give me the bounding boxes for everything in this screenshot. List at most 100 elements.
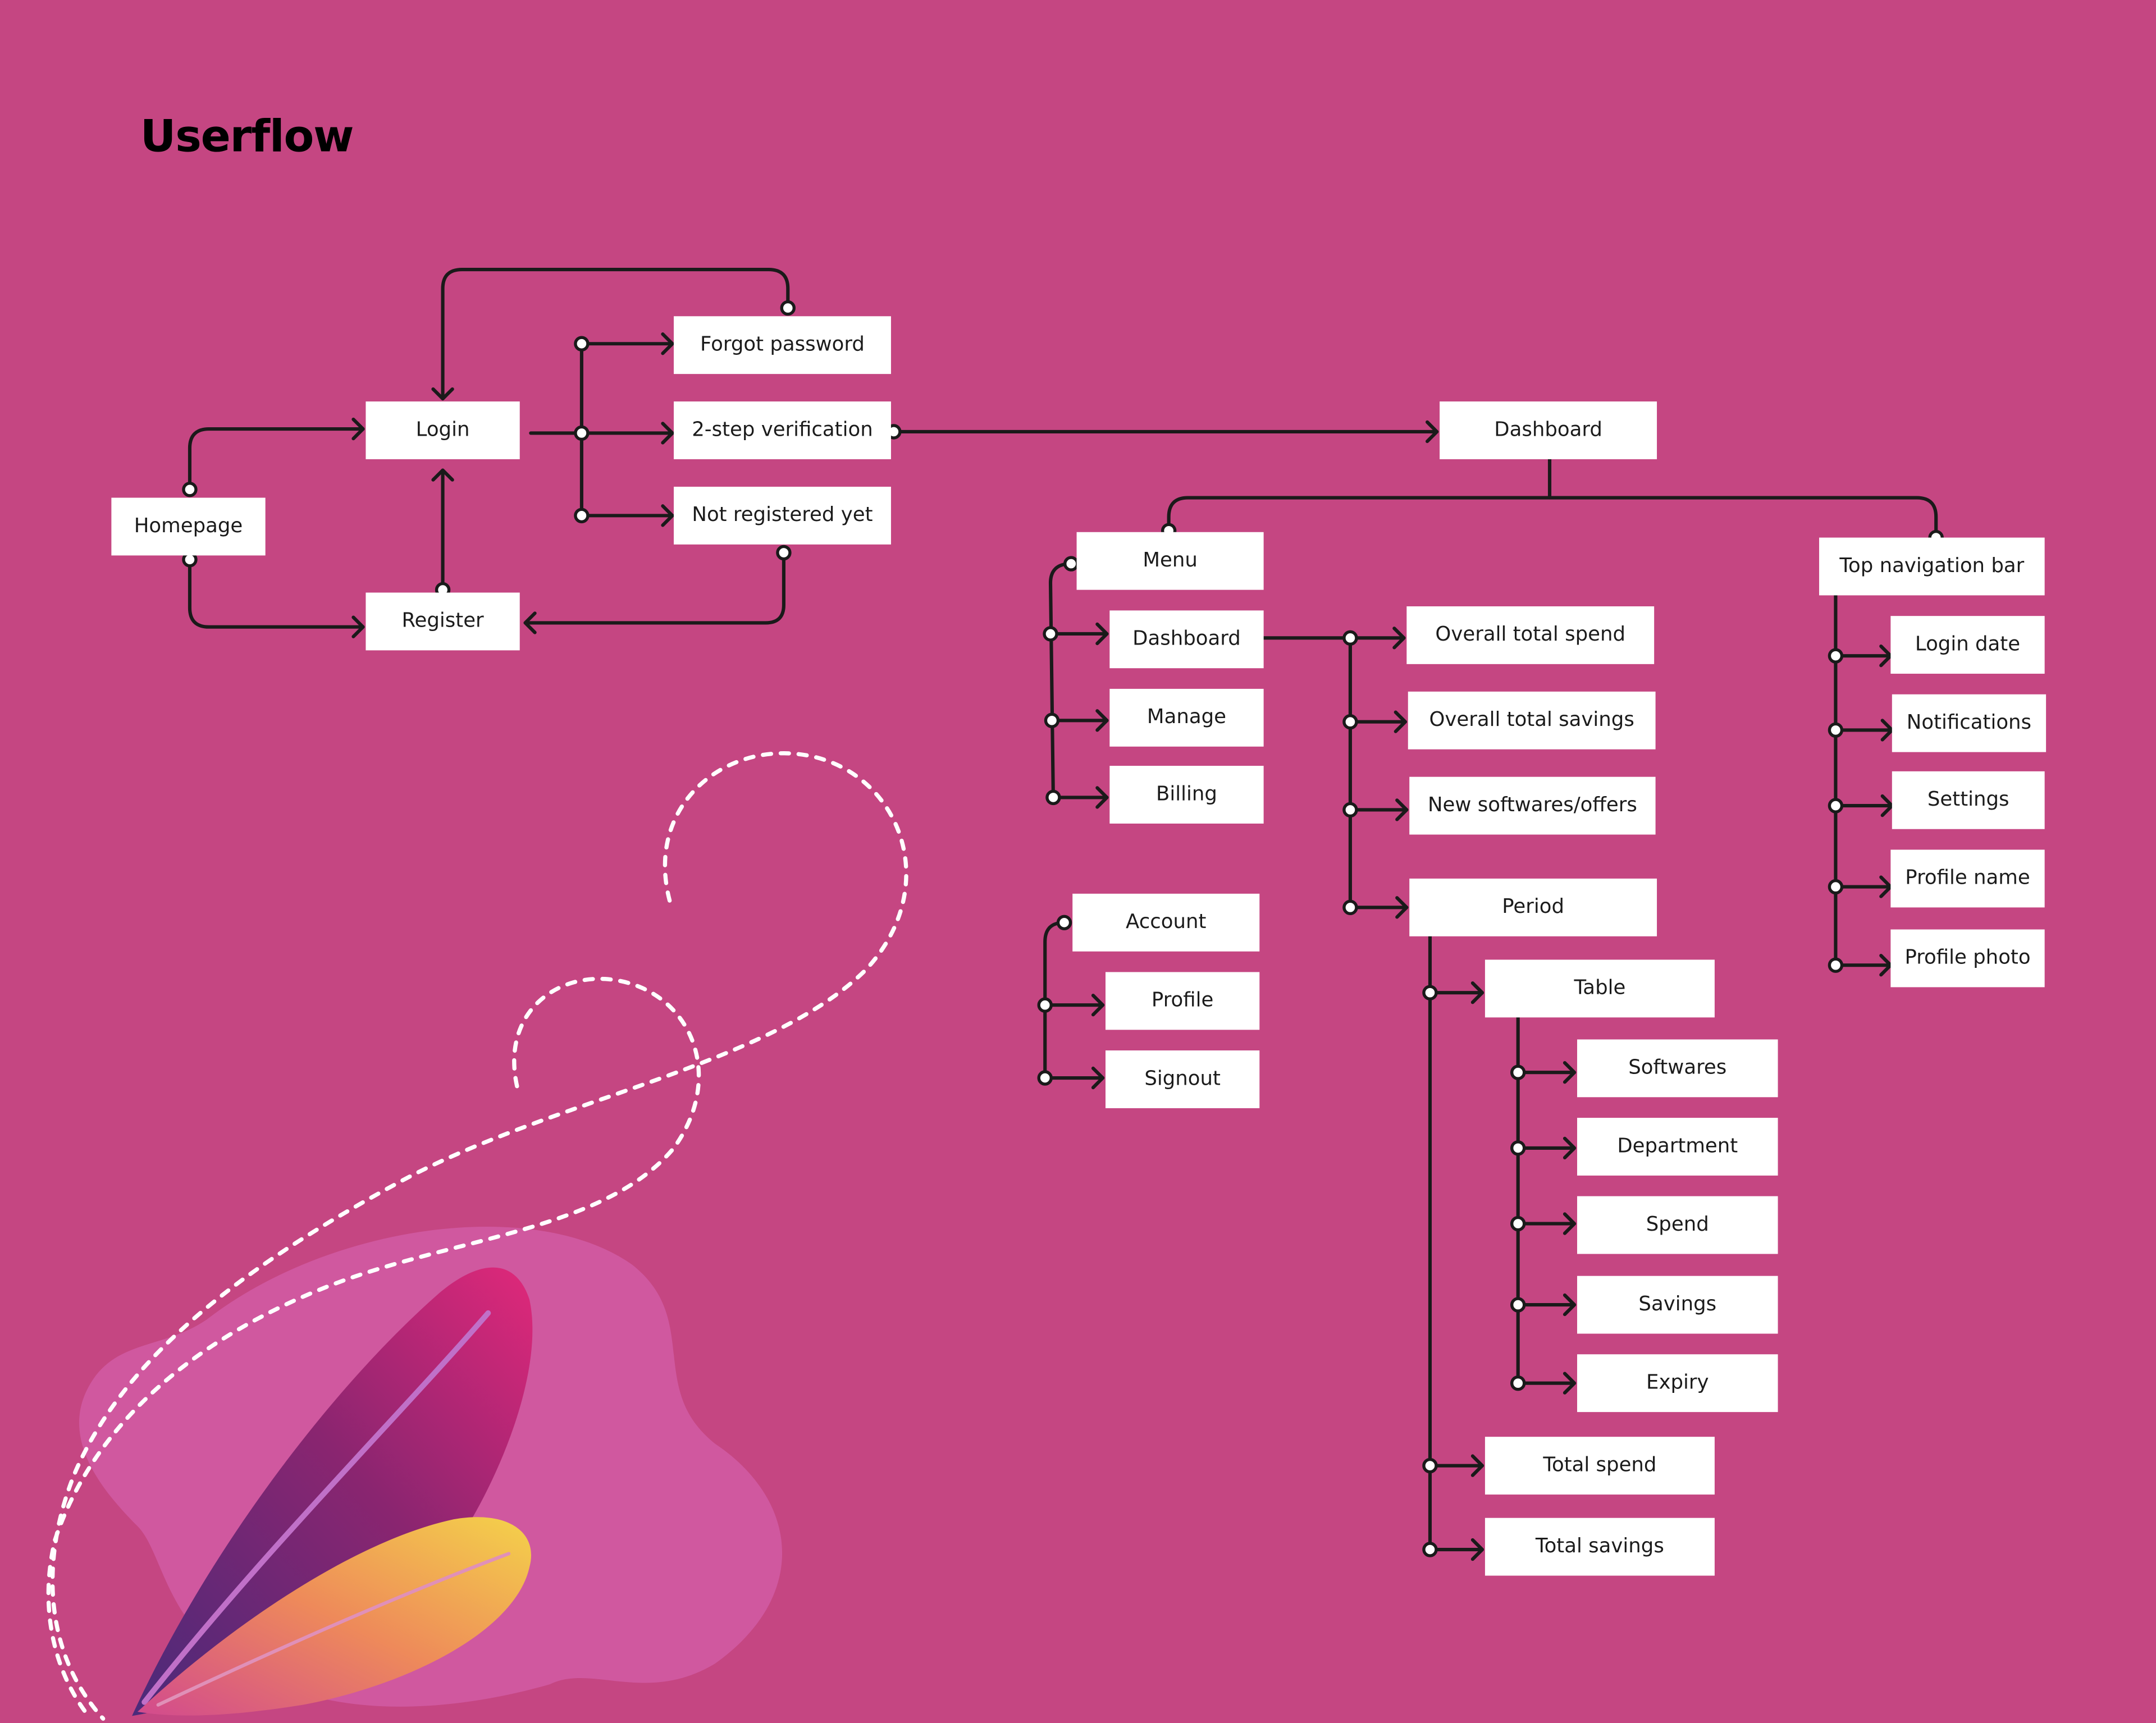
connector-dot-84 — [1510, 1215, 1526, 1232]
connector-dot-21 — [574, 425, 590, 441]
node-login-date[interactable]: Login date — [1890, 616, 2045, 674]
node-total-savings[interactable]: Total savings — [1484, 1518, 1715, 1576]
node-label: Forgot password — [700, 334, 865, 357]
node-label: Total savings — [1535, 1535, 1664, 1558]
node-label: Billing — [1156, 783, 1217, 806]
node-settings[interactable]: Settings — [1892, 771, 2045, 829]
node-profile-name[interactable]: Profile name — [1890, 849, 2045, 908]
connector-arrowhead-11 — [431, 387, 454, 401]
node-new-softwares-offers[interactable]: New softwares/offers — [1409, 776, 1656, 835]
node-not-registered-yet[interactable]: Not registered yet — [674, 486, 891, 545]
node-label: Top navigation bar — [1839, 555, 2025, 578]
purple-leaf-vein — [141, 1310, 491, 1705]
connector-arrowhead-62 — [1395, 798, 1409, 821]
connector-line-0 — [188, 427, 365, 491]
connector-arrowhead-40 — [1095, 709, 1109, 732]
connector-dot-81 — [1510, 1140, 1526, 1156]
node-label: Manage — [1146, 706, 1227, 729]
node-label: Notifications — [1906, 712, 2032, 734]
node-menu-dashboard[interactable]: Dashboard — [1109, 610, 1264, 669]
node-top-navigation-bar[interactable]: Top navigation bar — [1819, 537, 2045, 596]
dashed-swirl-small — [46, 976, 701, 1714]
node-label: Menu — [1143, 550, 1198, 572]
connector-arrowhead-91 — [1563, 1372, 1577, 1395]
node-register[interactable]: Register — [366, 592, 520, 651]
yellow-leaf-vein — [156, 1552, 511, 1707]
connector-dot-61 — [1342, 802, 1358, 818]
node-label: Spend — [1646, 1214, 1709, 1236]
connector-line-3 — [188, 557, 365, 629]
node-manage[interactable]: Manage — [1109, 688, 1264, 747]
node-overall-total-spend[interactable]: Overall total spend — [1406, 606, 1655, 664]
connector-arrowhead-59 — [1394, 710, 1407, 733]
node-notifications[interactable]: Notifications — [1892, 694, 2047, 752]
connector-dot-34 — [1063, 556, 1079, 572]
connector-dot-74 — [1422, 1542, 1438, 1557]
node-profile-photo[interactable]: Profile photo — [1890, 929, 2045, 988]
connector-arrowhead-43 — [1095, 786, 1109, 809]
connector-arrowhead-19 — [661, 332, 674, 355]
node-label: Total spend — [1543, 1455, 1657, 1477]
node-label: Dashboard — [1494, 419, 1602, 442]
node-label: Homepage — [134, 515, 243, 538]
node-table[interactable]: Table — [1484, 959, 1715, 1018]
connector-dot-68 — [1422, 985, 1438, 1000]
node-overall-total-savings[interactable]: Overall total savings — [1408, 691, 1656, 749]
node-profile[interactable]: Profile — [1105, 972, 1260, 1030]
node-two-step-verification[interactable]: 2-step verification — [674, 401, 891, 459]
node-spend[interactable]: Spend — [1577, 1196, 1778, 1254]
node-label: Expiry — [1646, 1372, 1709, 1395]
node-label: Profile photo — [1904, 947, 2031, 970]
connector-dot-18 — [574, 336, 590, 351]
node-period[interactable]: Period — [1409, 878, 1657, 936]
node-menu[interactable]: Menu — [1076, 532, 1264, 590]
node-savings[interactable]: Savings — [1577, 1276, 1778, 1334]
node-login[interactable]: Login — [366, 401, 520, 459]
connector-arrowhead-69 — [1470, 981, 1484, 1004]
node-department[interactable]: Department — [1577, 1118, 1778, 1176]
node-label: Profile name — [1905, 867, 2030, 890]
node-billing[interactable]: Billing — [1109, 766, 1264, 824]
node-label: Dashboard — [1132, 628, 1241, 651]
connector-dot-100 — [1828, 798, 1844, 813]
connector-arrowhead-48 — [1091, 994, 1105, 1017]
connector-dot-94 — [1828, 648, 1844, 664]
node-softwares[interactable]: Softwares — [1577, 1039, 1778, 1098]
connector-arrowhead-5 — [351, 615, 365, 638]
node-label: Signout — [1144, 1068, 1221, 1091]
connector-dot-106 — [1828, 957, 1844, 973]
node-label: Login — [415, 419, 470, 442]
connector-dot-64 — [1342, 899, 1358, 916]
node-label: Settings — [1927, 789, 2009, 811]
connector-arrowhead-25 — [661, 504, 674, 527]
connector-dot-47 — [1037, 997, 1053, 1013]
connector-dot-1 — [182, 482, 198, 497]
dashed-swirl-large — [50, 751, 908, 1721]
node-label: Overall total savings — [1429, 709, 1634, 732]
connector-arrowhead-2 — [351, 417, 365, 441]
connector-arrowhead-28 — [1426, 420, 1439, 444]
connector-line-12 — [523, 551, 785, 625]
yellow-leaf — [137, 1517, 532, 1716]
connector-dot-50 — [1037, 1070, 1053, 1086]
node-label: Period — [1502, 896, 1565, 918]
connector-dot-39 — [1044, 712, 1060, 728]
node-total-spend[interactable]: Total spend — [1484, 1437, 1715, 1495]
purple-leaf — [132, 1267, 533, 1716]
node-signout[interactable]: Signout — [1105, 1050, 1260, 1108]
connector-dot-10 — [780, 300, 796, 316]
node-label: Department — [1617, 1135, 1738, 1158]
connector-line-33 — [1048, 562, 1073, 799]
node-dashboard[interactable]: Dashboard — [1440, 401, 1657, 459]
node-account[interactable]: Account — [1072, 893, 1260, 952]
connector-arrowhead-8 — [431, 468, 454, 482]
node-homepage[interactable]: Homepage — [111, 497, 266, 556]
node-label: Overall total spend — [1435, 624, 1626, 647]
node-label: Login date — [1915, 633, 2021, 656]
node-label: Savings — [1638, 1294, 1717, 1316]
node-forgot-password[interactable]: Forgot password — [674, 316, 891, 374]
node-expiry[interactable]: Expiry — [1577, 1354, 1778, 1413]
node-label: Profile — [1151, 990, 1214, 1012]
connector-dot-45 — [1056, 915, 1072, 930]
